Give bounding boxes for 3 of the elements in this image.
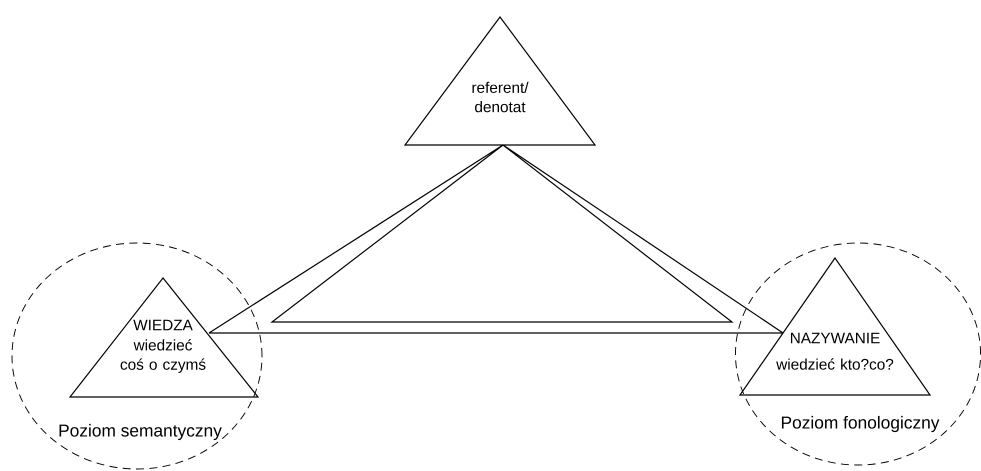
connector-line: [502, 144, 784, 334]
connector-line: [209, 332, 783, 334]
connector-line: [208, 144, 504, 334]
